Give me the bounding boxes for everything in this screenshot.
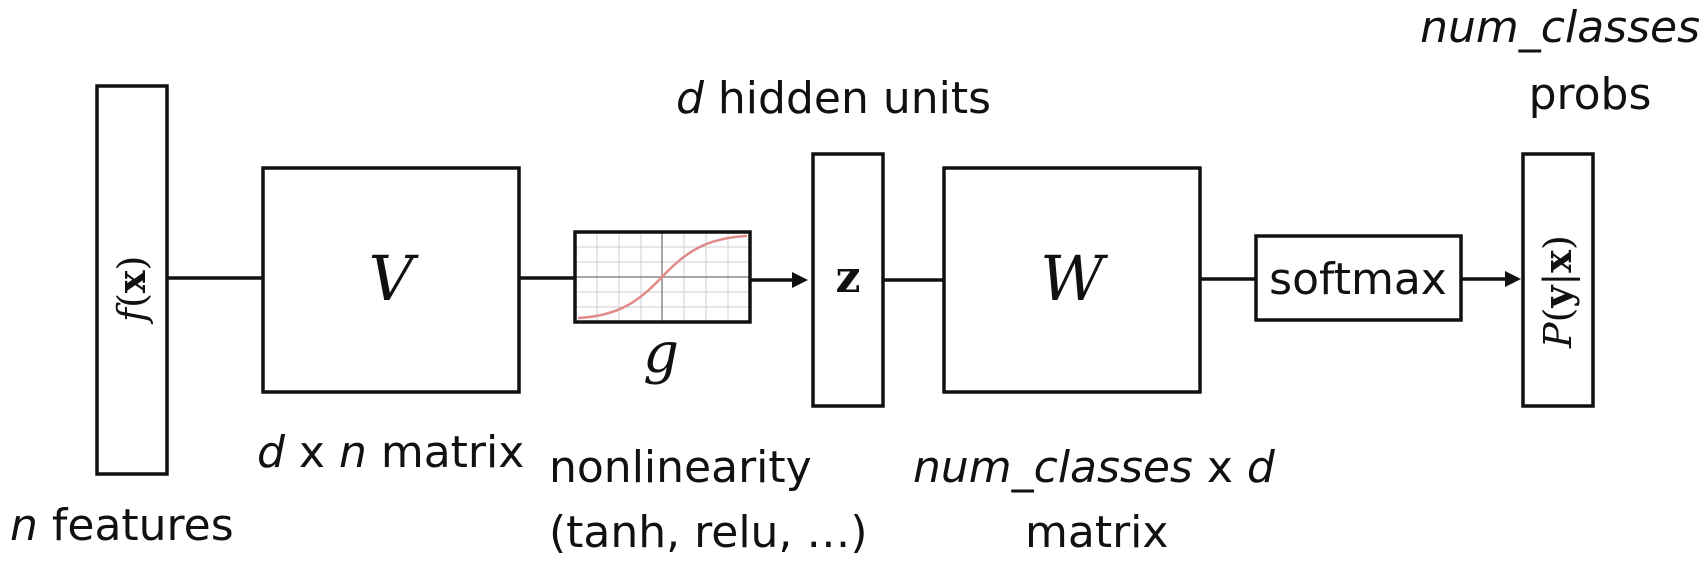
matrix-v-box: [261, 166, 521, 394]
matrix-v-symbol: V: [369, 242, 420, 315]
input-math: f(x): [109, 256, 154, 325]
matrix-v-label: d x n matrix: [257, 427, 524, 478]
nonlinearity-label-line1: nonlinearity: [549, 442, 812, 493]
matrix-w-symbol: W: [1040, 242, 1108, 315]
softmax-box: [1254, 234, 1463, 322]
matrix-w-box: [942, 166, 1202, 394]
input-box: [95, 84, 169, 476]
nonlinearity-curve: [577, 234, 748, 320]
nonlinearity-symbol: g: [643, 321, 679, 386]
output-box: [1521, 152, 1595, 408]
hidden-symbol: z: [836, 252, 861, 303]
softmax-label: softmax: [1269, 254, 1447, 305]
nonlinearity-node: g nonlinearity (tanh, relu, …): [549, 230, 868, 558]
input-node: f(x) n features: [10, 84, 234, 551]
hidden-box: [811, 152, 885, 408]
matrix-w-label-line1: num_classes x d: [913, 442, 1276, 493]
arrowhead-to-z: [792, 272, 808, 288]
input-label: n features: [10, 500, 234, 551]
connectors: [168, 271, 1521, 288]
output-node: P(y|x) num_classes probs: [1420, 2, 1700, 408]
output-label-line2: probs: [1529, 69, 1652, 120]
matrix-w-node: W num_classes x d matrix: [913, 166, 1276, 558]
arrowhead-to-output: [1505, 271, 1521, 287]
matrix-v-node: V d x n matrix: [257, 166, 524, 478]
hidden-node: z d hidden units: [676, 73, 991, 408]
nonlinearity-box: [573, 230, 752, 324]
softmax-node: softmax: [1254, 234, 1463, 322]
matrix-w-label-line2: matrix: [1025, 507, 1168, 558]
nonlinearity-label-line2: (tanh, relu, …): [549, 507, 868, 558]
hidden-label: d hidden units: [676, 73, 991, 124]
output-math: P(y|x): [1535, 235, 1580, 349]
output-label-line1: num_classes: [1420, 2, 1700, 53]
